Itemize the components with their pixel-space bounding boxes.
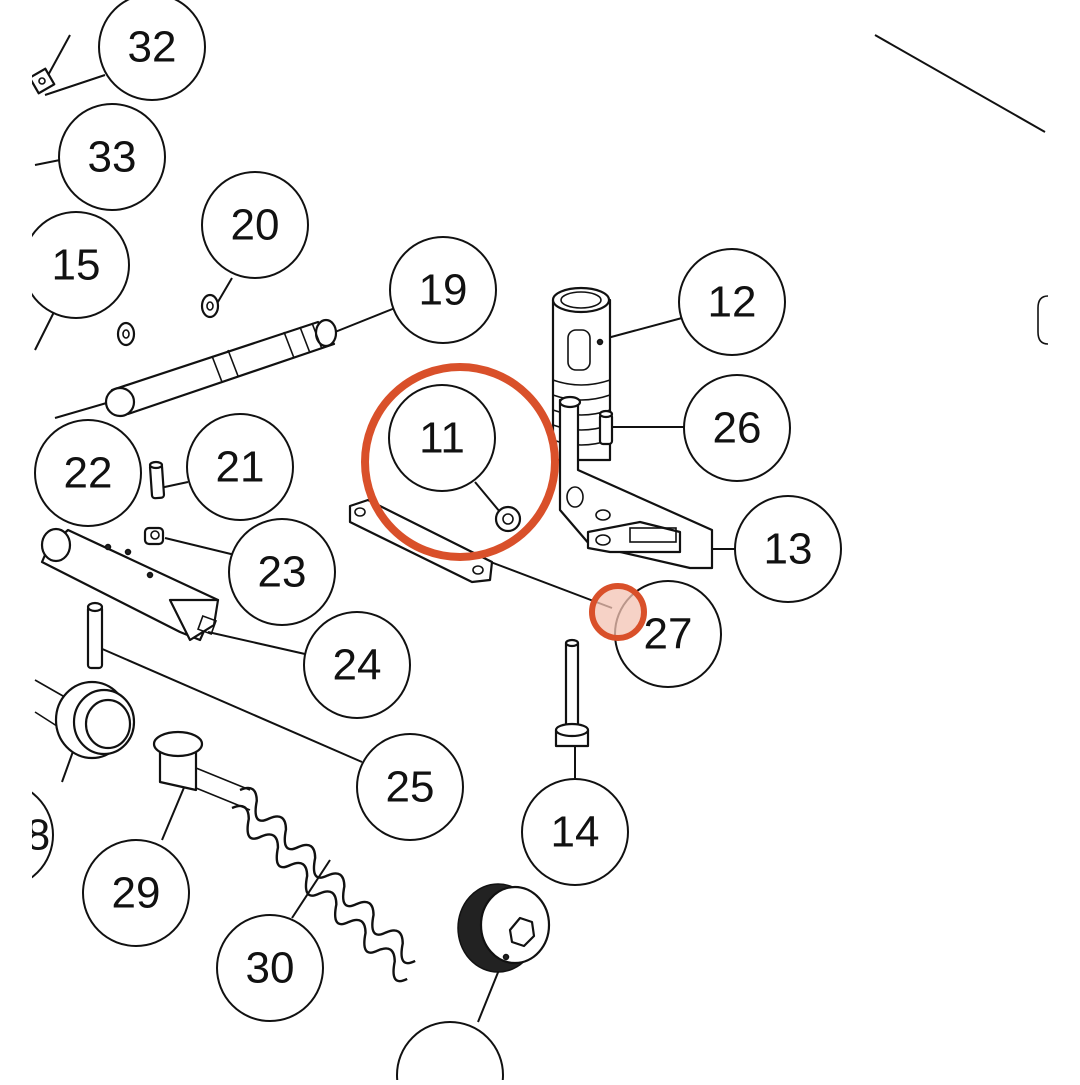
part-32-nut [28,67,56,95]
svg-text:23: 23 [258,548,307,597]
callout-13: 13 [734,495,842,603]
callout-25: 25 [356,733,464,841]
part-23-sleeve [143,526,165,546]
callout-23: 23 [228,518,336,626]
right-margin [1048,0,1080,1080]
svg-text:33: 33 [88,133,137,182]
part-25-pin [86,601,104,670]
callout-14: 14 [521,778,629,886]
part-24-tube [40,527,220,642]
callout-24: 24 [303,611,411,719]
callout-33: 33 [58,103,166,211]
svg-text:14: 14 [551,808,600,857]
part-26-pin [598,409,614,446]
left-margin [0,0,32,1080]
part-end-cap [457,883,551,973]
callout-26: 26 [683,374,791,482]
callout-21: 21 [186,413,294,521]
callout-20: 20 [201,171,309,279]
callout-22: 22 [34,419,142,527]
part-8-bushing [34,679,136,760]
svg-text:22: 22 [64,449,113,498]
svg-text:15: 15 [52,241,101,290]
svg-text:26: 26 [713,404,762,453]
highlight-ring-part-11 [361,363,559,561]
callout-bottom-partial [396,1021,504,1085]
svg-text:12: 12 [708,278,757,327]
callout-19: 19 [389,236,497,344]
part-13-frame [558,395,714,570]
svg-text:24: 24 [333,641,382,690]
svg-text:25: 25 [386,763,435,812]
callout-29: 29 [82,839,190,947]
leader-lines [34,34,1046,1023]
svg-text:29: 29 [112,869,161,918]
svg-text:19: 19 [419,266,468,315]
callout-15: 15 [22,211,130,319]
callout-bubbles: 32 33 15 20 19 12 11 26 [0,0,842,1085]
highlights [361,363,647,641]
callout-11: 11 [388,384,496,492]
part-14-screw [554,638,590,748]
svg-text:20: 20 [231,201,280,250]
part-20-washer [200,293,220,319]
callout-32: 32 [98,0,206,101]
callout-30: 30 [216,914,324,1022]
svg-text:32: 32 [128,23,177,72]
svg-text:13: 13 [764,525,813,574]
part-21-pin [148,460,166,500]
highlight-dot-callout-27 [589,583,647,641]
part-washer-left [116,321,136,347]
part-30-spring [231,786,416,983]
svg-text:30: 30 [246,944,295,993]
partial-part-right [1037,295,1049,345]
parts [28,67,1049,983]
part-19-pin [104,318,338,418]
part-29-spacer [152,730,251,811]
svg-text:27: 27 [644,610,693,659]
svg-text:21: 21 [216,443,265,492]
svg-text:11: 11 [419,414,465,463]
callout-12: 12 [678,248,786,356]
